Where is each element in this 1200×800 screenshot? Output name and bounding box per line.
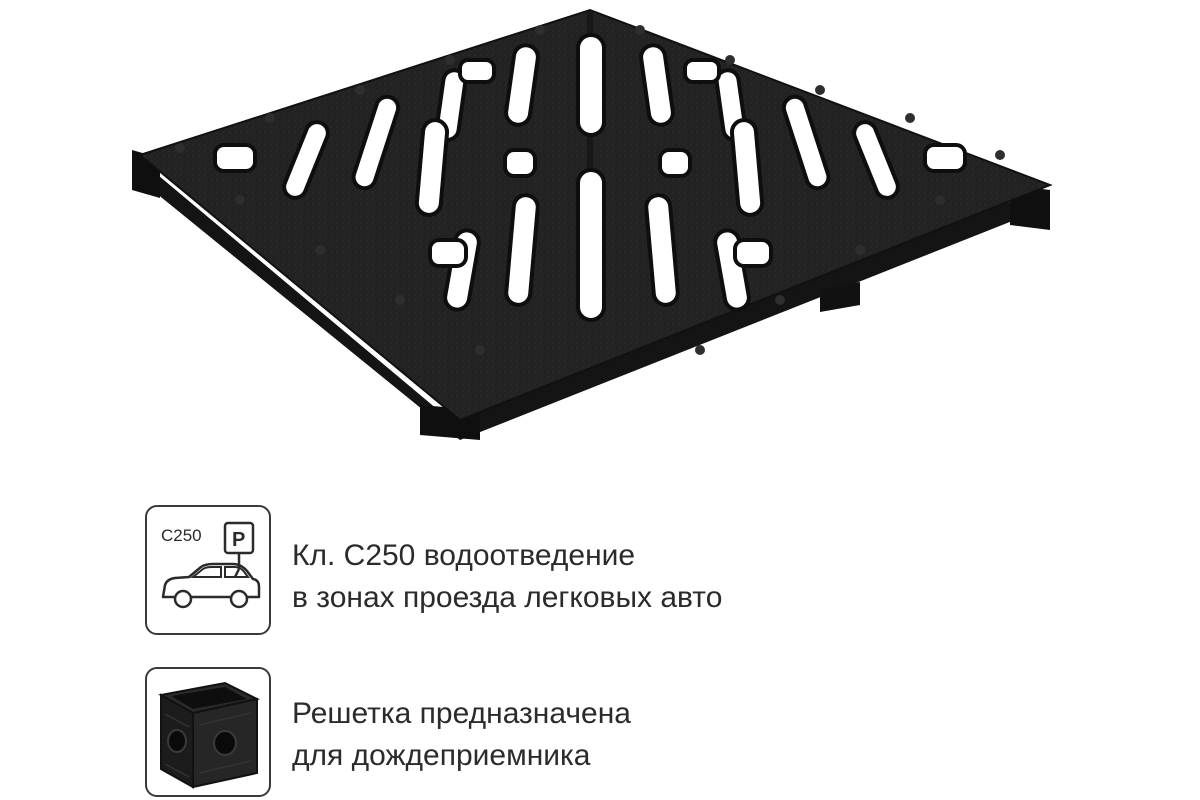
feature-drain-compat: Решетка предназначена для дождеприемника [145, 667, 1045, 799]
feature-text-line: Решетка предназначена [292, 697, 631, 730]
feature-load-class-text: Кл. С250 водоотведение в зонах проезда л… [292, 535, 1032, 619]
drain-box-icon [145, 667, 271, 797]
feature-drain-compat-text: Решетка предназначена для дождеприемника [292, 693, 1032, 777]
feature-load-class: C250 P Кл. С250 водоотведение в зонах пр… [145, 505, 1045, 637]
product-image [120, 0, 1080, 460]
parking-sign-letter: P [232, 529, 245, 551]
load-class-badge: C250 [161, 526, 202, 545]
feature-text-line: для дождеприемника [292, 739, 591, 772]
feature-text-line: Кл. С250 водоотведение [292, 539, 636, 572]
feature-text-line: в зонах проезда легковых авто [292, 581, 723, 614]
car-parking-icon: C250 P [145, 505, 271, 635]
cast-iron-grate-image [132, 8, 1053, 440]
